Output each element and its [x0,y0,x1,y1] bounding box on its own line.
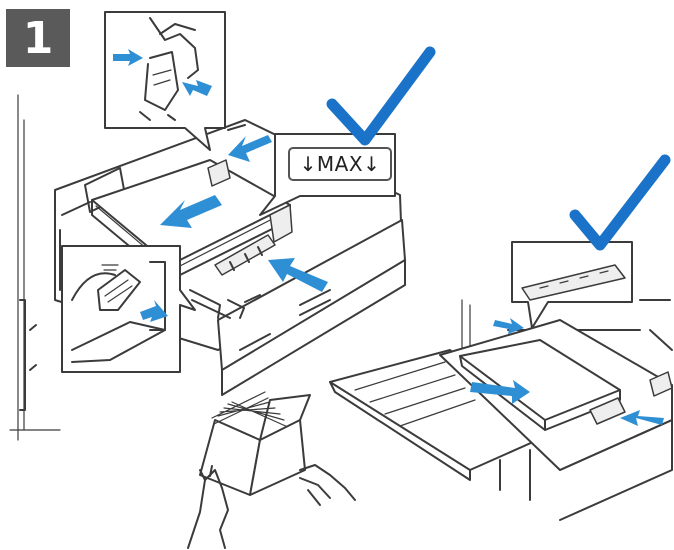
checkmark-icon [575,160,665,245]
hands-fanning-paper [188,392,355,548]
callout-rear-guide [105,12,225,150]
max-fill-label: ↓MAX↓ [288,147,392,181]
callout-bypass-max [512,242,632,328]
checkmark-icon [332,52,430,140]
bypass-tray [330,300,672,520]
callout-side-guide [62,246,195,372]
